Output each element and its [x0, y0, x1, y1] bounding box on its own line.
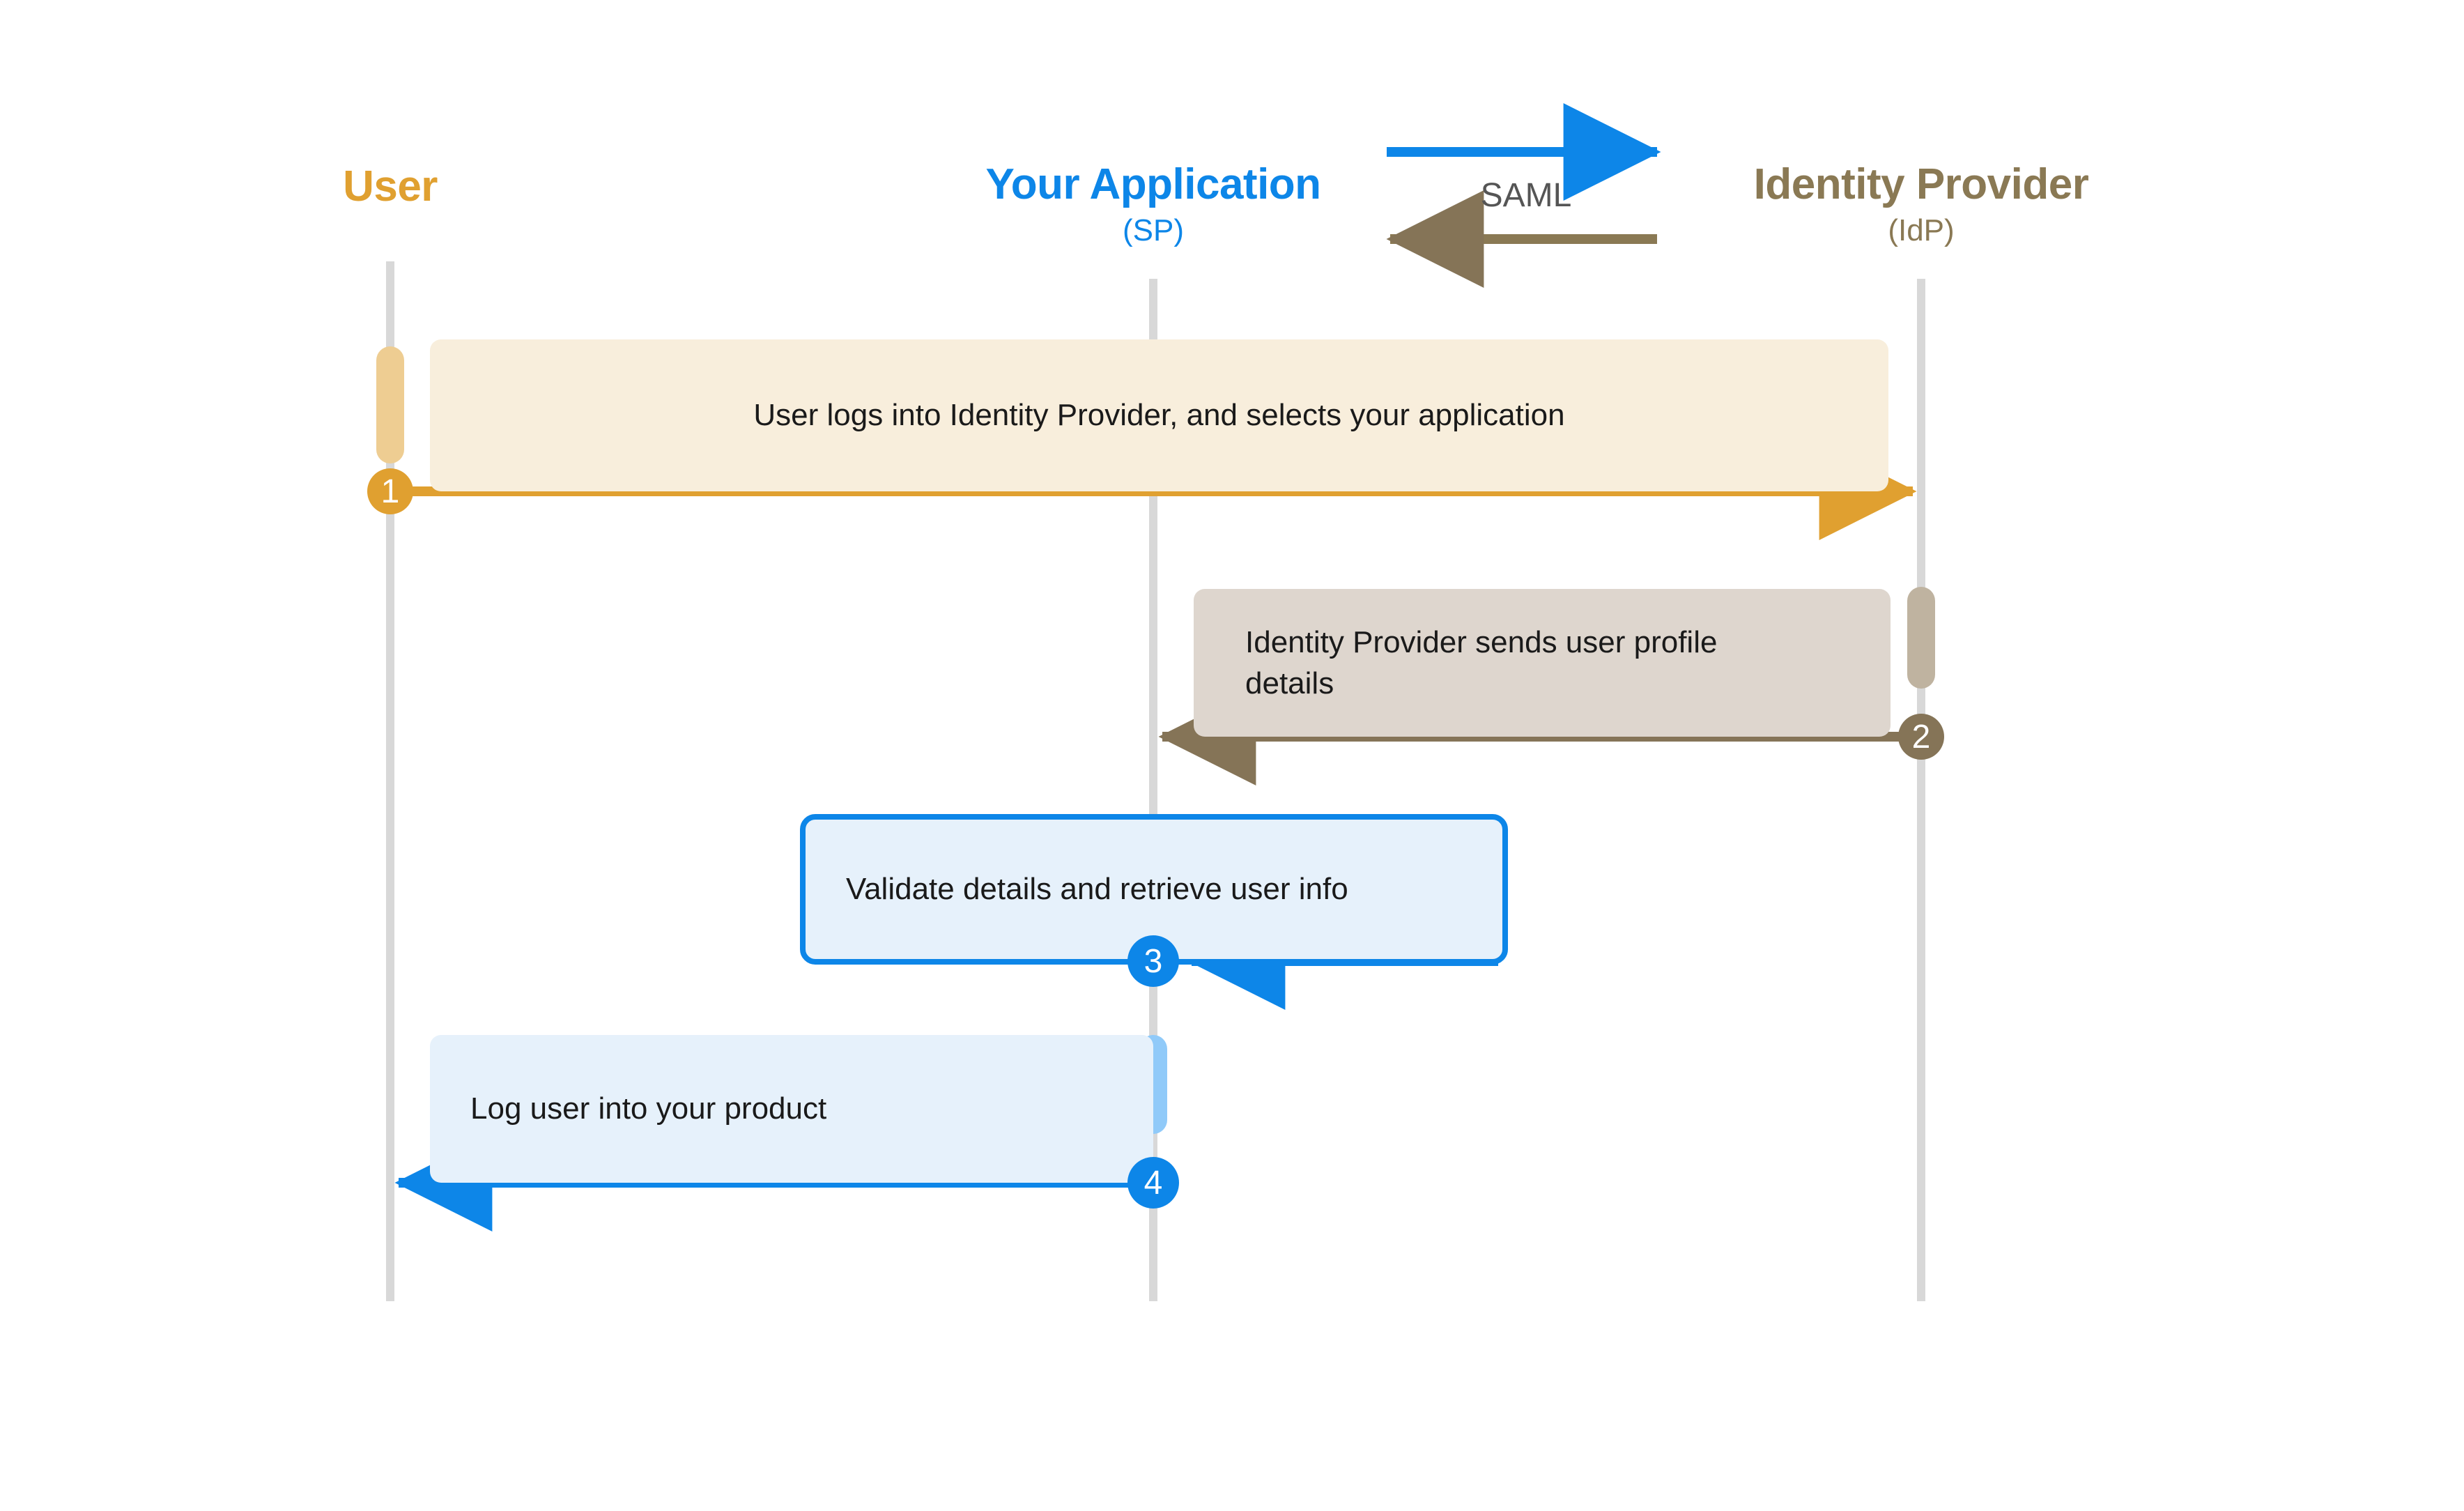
step-badge-1[interactable]: 1	[367, 468, 413, 514]
step-badge-3[interactable]: 3	[1127, 935, 1179, 987]
note-step-3-text: Validate details and retrieve user info	[846, 872, 1348, 907]
note-step-3: Validate details and retrieve user info	[800, 814, 1508, 965]
step-badge-2-label: 2	[1911, 718, 1931, 756]
actor-name-idp: Identity Provider	[1753, 160, 2089, 208]
note-step-1-text: User logs into Identity Provider, and se…	[753, 398, 1565, 433]
note-step-4-text: Log user into your product	[470, 1091, 827, 1126]
actor-sub-app: (SP)	[1122, 213, 1184, 247]
actor-header-user: User	[343, 162, 438, 210]
actor-name-user: User	[343, 162, 438, 210]
step-badge-2[interactable]: 2	[1898, 714, 1944, 760]
step-badge-3-label: 3	[1144, 942, 1163, 980]
protocol-label-saml: SAML	[1480, 177, 1572, 214]
actor-header-idp: Identity Provider (IdP)	[1753, 160, 2089, 247]
note-step-2-text: Identity Provider sends user profile det…	[1245, 624, 1718, 700]
actor-name-app: Your Application	[985, 160, 1321, 208]
activation-user-step1	[376, 346, 404, 463]
note-step-4: Log user into your product	[430, 1035, 1153, 1183]
note-step-2: Identity Provider sends user profile det…	[1194, 589, 1891, 737]
actor-sub-idp: (IdP)	[1888, 213, 1955, 247]
activation-idp-step2	[1907, 587, 1935, 689]
note-step-1: User logs into Identity Provider, and se…	[430, 339, 1888, 491]
step-badge-4[interactable]: 4	[1127, 1157, 1179, 1209]
actor-header-app: Your Application (SP)	[985, 160, 1321, 247]
step-badge-1-label: 1	[380, 473, 400, 510]
step-badge-4-label: 4	[1144, 1164, 1163, 1202]
